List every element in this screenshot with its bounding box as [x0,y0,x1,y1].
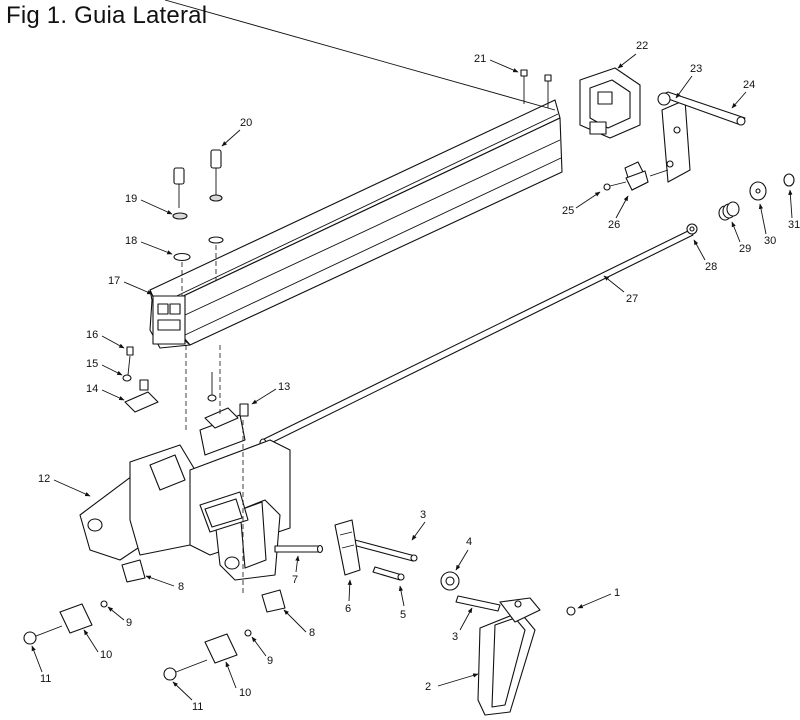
clamp-assembly-left [23,600,108,645]
foot-left [121,559,146,583]
callout: 26 [608,195,629,231]
callout: 25 [562,191,601,217]
callout: 16 [86,329,125,349]
callout: 1 [577,587,620,609]
callout-label: 1 [614,587,620,599]
callout-label: 31 [788,219,800,231]
callout-label: 13 [278,381,290,393]
callout-label: 4 [466,536,472,548]
callout-label: 9 [126,617,132,629]
callout-label: 17 [108,275,120,287]
foot-right [261,589,286,613]
callout-label: 28 [705,261,717,273]
callout-label: 5 [400,609,406,621]
guide-base [79,414,291,581]
callout: 10 [225,661,251,699]
callout: 31 [788,189,800,231]
callout: 24 [731,79,755,109]
callout: 12 [38,473,91,497]
callout-label: 8 [178,581,184,593]
callout: 5 [398,585,406,621]
callout: 29 [731,221,751,255]
shaft-set [274,539,501,612]
callout-label: 21 [474,53,486,65]
lock-handle [477,597,576,716]
callout-label: 3 [420,509,426,521]
callout-label: 10 [239,687,251,699]
callout: 14 [86,383,125,401]
clamp-block [603,161,649,191]
callout: 19 [125,193,173,215]
callout: 21 [474,53,519,73]
end-bracket [649,99,691,183]
callout-label: 16 [86,329,98,341]
callout-label: 25 [562,205,574,217]
callout-label: 26 [608,219,620,231]
pivot-bracket [334,519,361,576]
callout-label: 8 [309,627,315,639]
callout: 7 [292,555,300,586]
callout-label: 20 [240,117,252,129]
callout: 13 [251,381,290,405]
callout-label: 10 [100,649,112,661]
callout-label: 2 [425,681,431,693]
callout: 15 [86,358,123,376]
callout-label: 9 [267,655,273,667]
callout-label: 11 [40,673,51,685]
callout: 2 [425,673,479,693]
callout-label: 22 [636,40,648,52]
callout-label: 11 [192,701,203,713]
end-cap [579,67,641,139]
bushing [440,571,460,591]
callout: 3 [411,509,426,541]
callout-label: 23 [690,63,702,75]
callout-label: 19 [125,193,137,205]
callout-label: 7 [292,574,298,586]
callout-label: 6 [345,603,351,615]
callout-label: 27 [626,293,638,305]
callout: 17 [108,275,153,295]
callout: 27 [603,275,638,305]
callout-label: 12 [38,473,50,485]
clamp-assembly-right [163,629,252,681]
callout-label: 15 [86,358,98,370]
rail-clip-left [122,346,159,413]
adjustment-rod [259,173,795,448]
callout: 4 [455,536,472,571]
callout: 9 [107,606,132,629]
callout: 28 [693,239,717,273]
end-screws [520,69,552,108]
callout: 23 [675,63,702,99]
callout: 9 [251,636,273,667]
callout-label: 29 [739,243,751,255]
rail-extrusion [149,0,563,349]
callout-label: 14 [86,383,98,395]
callout: 22 [617,40,648,69]
callout: 20 [221,117,252,147]
pin [657,91,746,126]
rail-clip-right [204,372,249,429]
callout: 30 [758,203,776,247]
rail-screws-group [172,149,224,296]
callout: 8 [145,575,184,593]
callout: 8 [283,609,315,639]
callout: 11 [172,681,203,713]
callout: 10 [83,629,112,661]
callout-label: 18 [125,235,137,247]
callout: 18 [125,235,173,255]
callout-label: 30 [764,235,776,247]
callout-label: 24 [743,79,755,91]
figure-title: Fig 1. Guia Lateral [6,2,208,29]
callout: 11 [31,645,51,685]
callout: 3 [452,607,473,643]
callout: 6 [345,579,352,615]
callout-label: 3 [452,631,458,643]
